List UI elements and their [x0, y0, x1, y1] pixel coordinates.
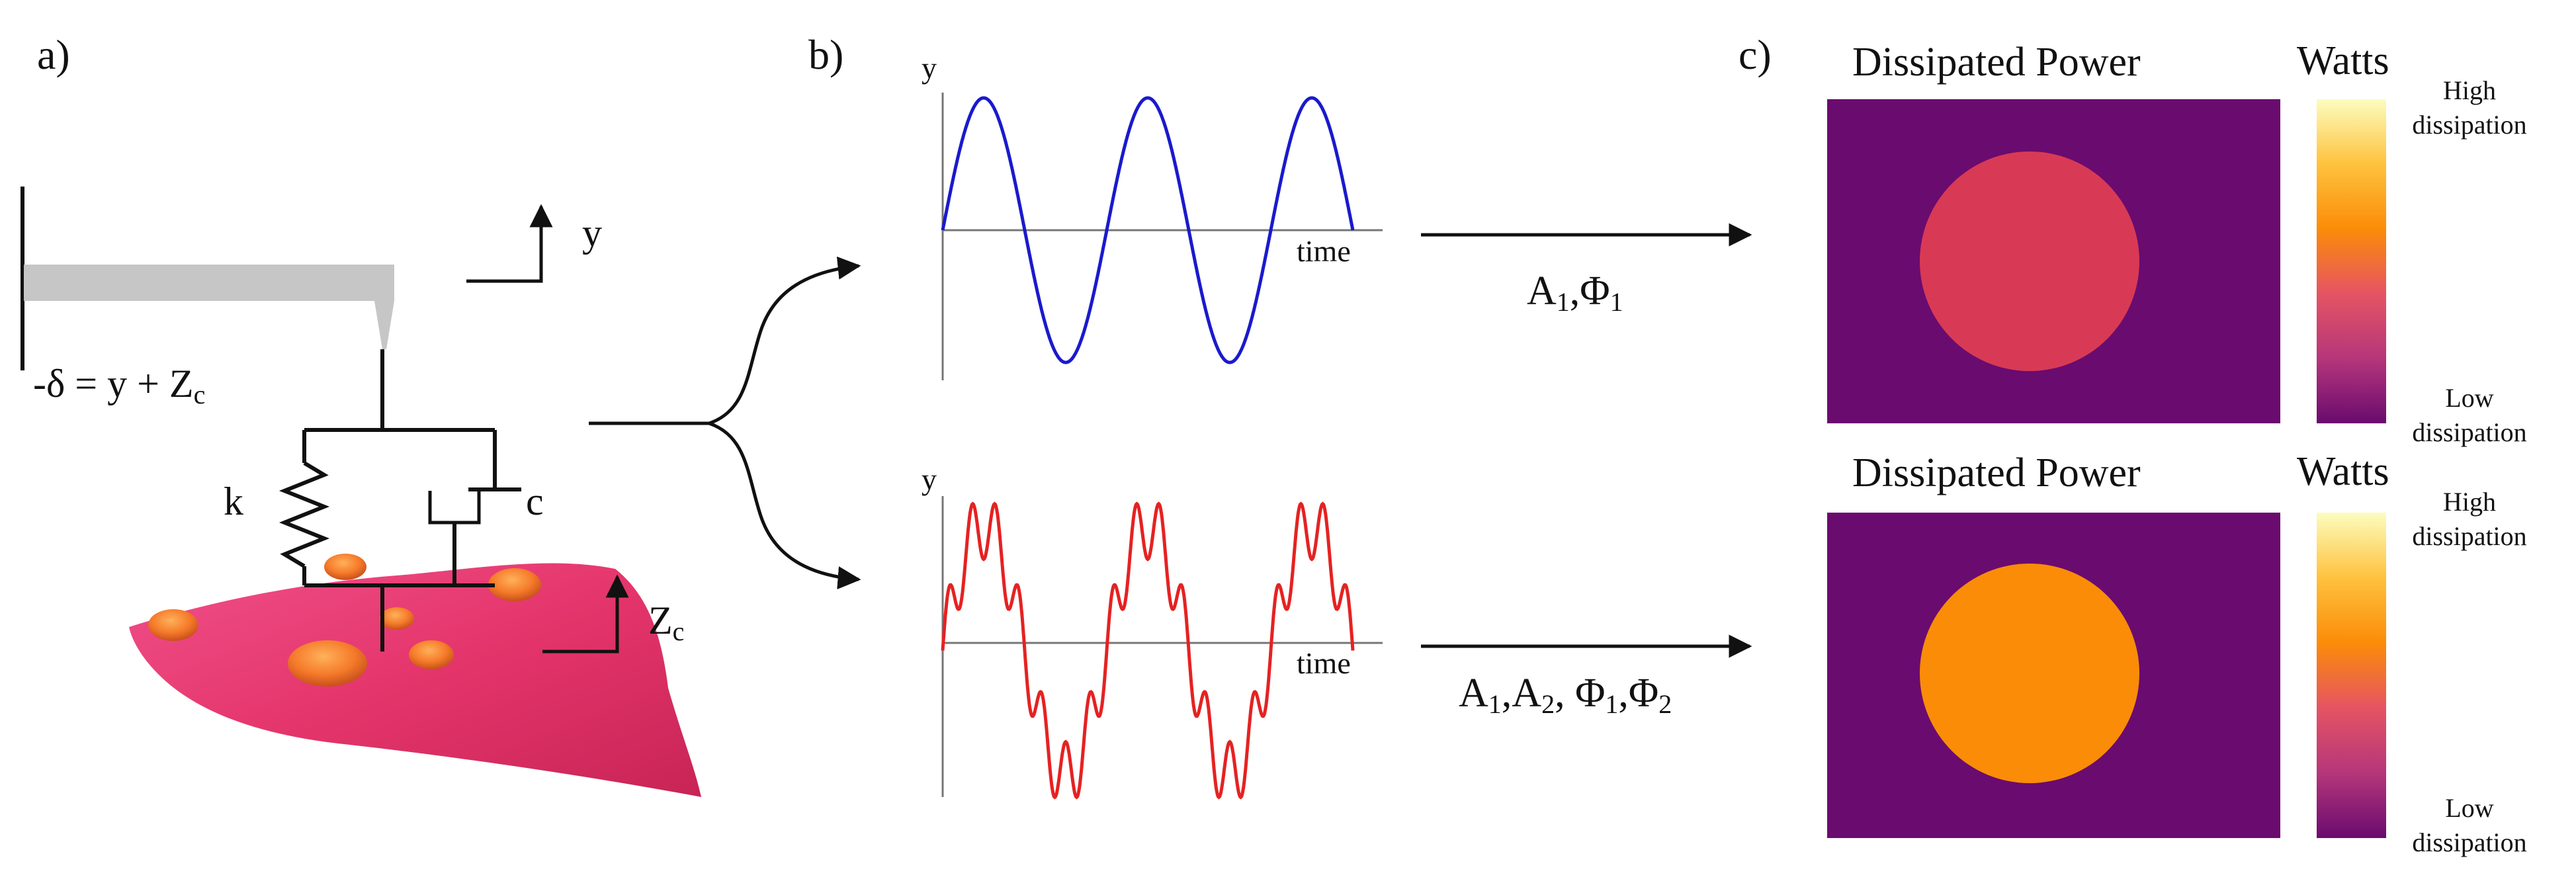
bottom-wave — [941, 501, 1355, 800]
panel-b: b) y time y time A1,Φ1 A1,A2, Φ1,Φ2 — [808, 31, 1752, 800]
cantilever-tip — [374, 301, 394, 349]
panel-a-label: a) — [37, 31, 70, 78]
surface-bump — [409, 640, 454, 669]
bottom-params: A1,A2, Φ1,Φ2 — [1459, 671, 1672, 719]
bottom-y-label: y — [922, 462, 937, 496]
top-map-title: Dissipated Power — [1852, 40, 2141, 85]
zc-axis-arrow — [542, 574, 629, 654]
top-signal-plot: y time — [922, 51, 1383, 380]
y-axis-arrow — [466, 204, 553, 283]
surface-bump — [148, 609, 198, 641]
top-time-label: time — [1297, 234, 1351, 268]
top-params: A1,Φ1 — [1527, 269, 1623, 317]
bottom-colorbar — [2317, 513, 2386, 838]
surface-bump — [288, 640, 367, 687]
bottom-dissipation-spot — [1920, 564, 2139, 783]
surface-bump — [324, 554, 366, 580]
top-map-unit: Watts — [2297, 38, 2389, 83]
top-colorbar — [2317, 99, 2386, 423]
panel-c-label: c) — [1739, 31, 1772, 78]
bottom-signal-plot: y time — [922, 462, 1383, 800]
spring-label: k — [224, 480, 243, 523]
top-dissipation-spot — [1920, 151, 2139, 371]
surface-bump — [380, 607, 414, 630]
cantilever-beam — [24, 265, 394, 301]
panel-b-label: b) — [808, 31, 843, 78]
y-axis-label: y — [582, 211, 602, 255]
bottom-map-title: Dissipated Power — [1852, 450, 2141, 495]
surface-bump — [488, 568, 541, 601]
top-y-label: y — [922, 51, 937, 85]
damper-label: c — [526, 480, 544, 523]
damper-cylinder — [428, 491, 481, 525]
top-wave — [941, 96, 1355, 364]
split-arrow-bottom — [708, 421, 861, 590]
sample-surface — [129, 563, 701, 797]
delta-equation: -δ = y + Zc — [33, 362, 205, 409]
bottom-time-label: time — [1297, 646, 1351, 680]
zc-axis-label: Zc — [648, 599, 684, 646]
panel-a: a) y -δ = y + Zc — [21, 31, 861, 797]
spring-damper — [279, 349, 521, 652]
split-arrow-top — [708, 256, 861, 425]
spring — [279, 461, 330, 568]
bottom-map-unit: Watts — [2297, 449, 2389, 494]
